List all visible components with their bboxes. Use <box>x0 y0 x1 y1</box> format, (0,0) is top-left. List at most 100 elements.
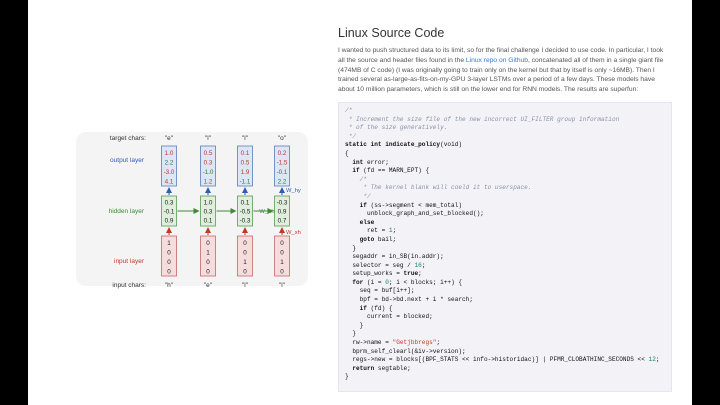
code-line: bprm_self_clearl(&iv->version); <box>345 348 665 357</box>
code-token: ; <box>421 261 426 269</box>
code-token: { <box>345 149 349 157</box>
output-layer-label: output layer <box>110 157 145 164</box>
code-line: * The kernel blank will coeld it to user… <box>345 184 665 193</box>
code-token: bprm_self_clearl(&iv->version); <box>345 347 466 355</box>
code-token: ; <box>655 356 660 364</box>
code-token: * The kernel blank will coeld it to user… <box>345 184 532 192</box>
code-token: ; <box>418 270 422 278</box>
input-char: "l" <box>279 282 286 289</box>
code-line: /* <box>345 107 665 116</box>
code-token: return <box>345 364 378 372</box>
input-chars-label: input chars: <box>112 282 146 289</box>
output-vector-box <box>200 145 216 187</box>
code-token: (ss->segment < mem_total) <box>370 201 463 209</box>
hidden-vector-box <box>161 195 177 227</box>
code-token: bpf = bd->bd.next + i * search; <box>345 296 473 304</box>
input-value: 1 <box>243 259 247 266</box>
hidden-value: 0.1 <box>204 218 213 225</box>
input-vector-box <box>200 235 216 277</box>
target-char: "e" <box>165 135 174 142</box>
hidden-vector-box <box>200 195 216 227</box>
code-line: unblock_graph_and_set_blocked(); <box>345 210 665 219</box>
code-token: } <box>345 321 364 329</box>
input-value: 0 <box>167 269 171 276</box>
code-token: goto <box>345 235 378 243</box>
code-line: goto bail; <box>345 236 665 245</box>
code-token: 12 <box>648 356 656 364</box>
output-value: 0.5 <box>241 160 250 167</box>
code-line: segaddr = in_SB(in.addr); <box>345 253 665 262</box>
code-token: ; <box>392 227 397 235</box>
input-vector-box <box>274 235 290 277</box>
code-token: rw->name = <box>345 339 393 347</box>
code-line: * Increment the size file of the new inc… <box>345 116 665 125</box>
hidden-value: 0.3 <box>204 209 213 216</box>
weight-hy-label: W_hy <box>286 188 301 194</box>
output-value: 1.2 <box>204 179 213 186</box>
code-token: regs->new = blocks[(BPF_STATS << info->h… <box>345 356 649 364</box>
code-line: else <box>345 219 665 228</box>
output-value: 4.1 <box>165 179 174 186</box>
hidden-value: 0.7 <box>278 218 287 225</box>
code-token: else <box>345 218 375 226</box>
weight-xh-label: W_xh <box>286 230 301 236</box>
input-char: "h" <box>165 282 174 289</box>
code-token: * of the size generatively. <box>345 124 448 132</box>
output-value: 0.1 <box>241 150 250 157</box>
code-token: for <box>345 278 367 286</box>
code-line: setup_works = true; <box>345 270 665 279</box>
code-token: (void) <box>440 141 463 149</box>
hidden-value: 0.9 <box>165 218 174 225</box>
hidden-value: 0.9 <box>278 209 287 216</box>
output-value: 1.9 <box>241 169 250 176</box>
output-value: 2.2 <box>278 179 287 186</box>
code-token: ; i < blocks; i++) { <box>388 278 463 286</box>
code-line: } <box>345 322 665 331</box>
hidden-value: 0.1 <box>241 200 250 207</box>
code-token: 16 <box>414 261 422 269</box>
input-value: 0 <box>167 250 171 257</box>
input-value: 0 <box>280 269 284 276</box>
input-value: 1 <box>167 240 171 247</box>
code-token: unblock_graph_and_set_blocked(); <box>345 210 484 218</box>
code-token: current = blocked; <box>345 313 433 321</box>
input-vector-box <box>161 235 177 277</box>
code-token: if <box>345 304 371 312</box>
code-token: (i = <box>366 278 386 286</box>
code-line: if (fd == MARN_EPT) { <box>345 167 665 176</box>
output-vector-box <box>237 145 253 187</box>
input-char: "e" <box>204 282 213 289</box>
hidden-value: -0.3 <box>277 200 288 207</box>
code-token: indicate_policy <box>385 141 441 149</box>
code-line: ret = 1; <box>345 227 665 236</box>
input-value: 0 <box>243 250 247 257</box>
output-value: -0.1 <box>277 169 288 176</box>
code-line: int error; <box>345 159 665 168</box>
input-value: 0 <box>206 269 210 276</box>
code-token: segtable; <box>377 364 411 372</box>
input-value: 0 <box>280 250 284 257</box>
input-value: 0 <box>206 259 210 266</box>
output-value: 0.5 <box>204 150 213 157</box>
code-line: } <box>345 245 665 254</box>
linux-repo-link[interactable]: Linux repo on Github <box>465 56 528 64</box>
hidden-value: -0.1 <box>164 209 175 216</box>
code-token: } <box>345 373 349 381</box>
code-token: true <box>403 270 419 278</box>
weight-hh-label: W_hh <box>259 209 274 215</box>
output-value: -1.1 <box>240 179 251 186</box>
code-token: seq = buf[i++]; <box>345 287 415 295</box>
input-value: 1 <box>280 259 284 266</box>
code-line: * of the size generatively. <box>345 124 665 133</box>
target-char: "o" <box>278 135 287 142</box>
code-token: ret = <box>345 227 389 235</box>
hidden-value: 1.0 <box>204 200 213 207</box>
code-token: "Getjbbregs" <box>392 339 437 347</box>
output-value: -1.5 <box>277 160 288 167</box>
code-line: static int indicate_policy(void) <box>345 141 665 150</box>
article: Linux Source Code I wanted to push struc… <box>338 26 670 95</box>
code-token: 1 <box>388 227 393 235</box>
code-line: if (ss->segment < mem_total) <box>345 202 665 211</box>
code-line: } <box>345 373 665 382</box>
